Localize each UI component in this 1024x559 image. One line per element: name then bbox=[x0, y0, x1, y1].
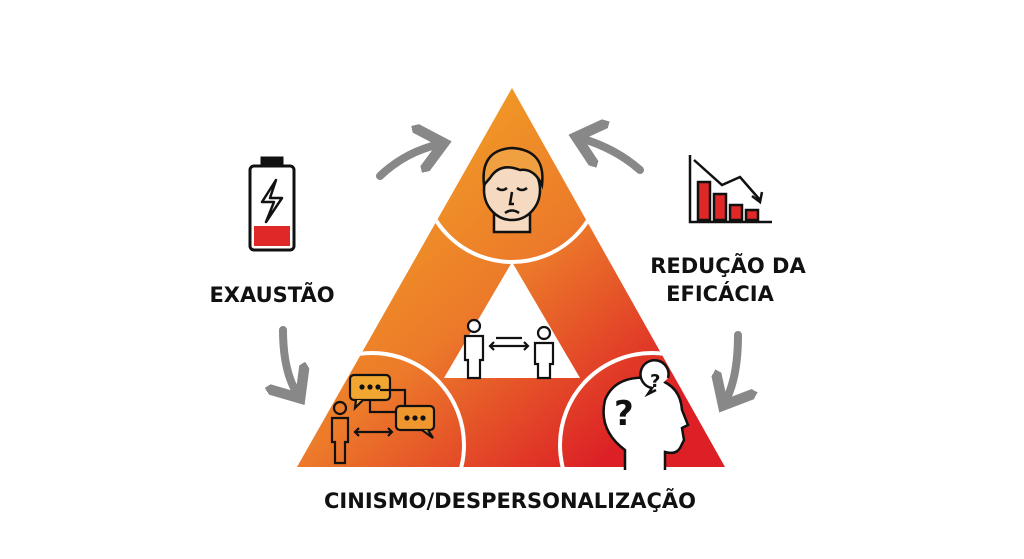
svg-text:?: ? bbox=[614, 394, 634, 434]
tired-face-icon bbox=[482, 146, 544, 234]
svg-text:?: ? bbox=[650, 371, 660, 392]
arrow-efficacy-to-top-icon bbox=[580, 138, 644, 174]
declining-bar-chart-icon bbox=[688, 155, 772, 224]
cycle-arrows bbox=[283, 138, 738, 402]
arrow-efficacy-down-icon bbox=[725, 331, 738, 402]
battery-low-icon bbox=[248, 156, 296, 252]
cynicism-label: CINISMO/DESPERSONALIZAÇÃO bbox=[324, 488, 696, 513]
left-segment-circle bbox=[297, 351, 466, 467]
arrow-exhaustion-to-top-icon bbox=[376, 144, 440, 180]
distant-people-icon bbox=[463, 318, 555, 380]
reduced-efficacy-label-line2: EFICÁCIA bbox=[666, 281, 774, 306]
confused-head-icon: ? ? bbox=[602, 359, 690, 470]
right-segment-circle bbox=[558, 351, 725, 467]
conversation-icon bbox=[330, 373, 436, 465]
arrow-exhaustion-down-icon bbox=[283, 326, 298, 395]
exhaustion-label: EXAUSTÃO bbox=[209, 282, 334, 307]
reduced-efficacy-label-line1: REDUÇÃO DA bbox=[650, 253, 806, 278]
